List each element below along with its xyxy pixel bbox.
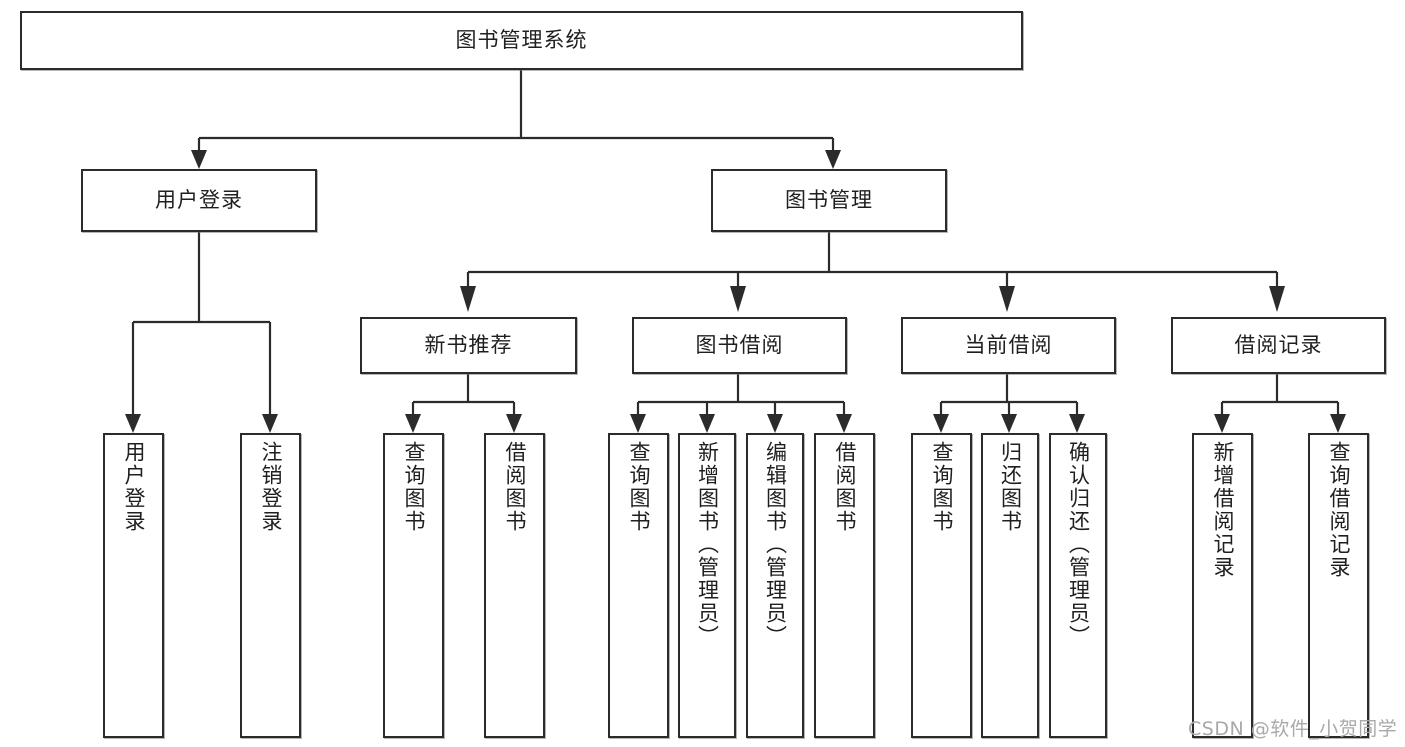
arrowhead-leaf-logout	[262, 414, 278, 433]
node-root[interactable]: 图书管理系统	[20, 11, 1023, 70]
arrowhead-leaf-query-book-1	[405, 414, 421, 433]
arrowhead-user-login	[191, 150, 207, 169]
arrowhead-current-borrow	[999, 286, 1015, 312]
arrowhead-book-borrow	[730, 286, 746, 312]
node-book-manage[interactable]: 图书管理	[711, 169, 947, 232]
node-current-borrow[interactable]: 当前借阅	[901, 317, 1116, 374]
node-leaf-logout-label: 注销登录	[259, 441, 283, 533]
arrowhead-leaf-add-book	[699, 414, 715, 433]
node-leaf-borrow-book-2[interactable]: 借阅图书	[814, 433, 875, 738]
node-leaf-confirm-return-label: 确认归还（管理员）	[1066, 441, 1091, 648]
arrowhead-leaf-query-book-3	[933, 414, 949, 433]
arrowhead-leaf-query-book-2	[630, 414, 646, 433]
arrowhead-leaf-borrow-book-2	[836, 414, 852, 433]
arrowhead-new-book-rec	[460, 286, 476, 312]
arrowhead-leaf-return-book	[1001, 414, 1017, 433]
node-leaf-query-book-2-label: 查询图书	[627, 441, 651, 533]
node-leaf-query-book-1[interactable]: 查询图书	[383, 433, 444, 738]
node-root-label: 图书管理系统	[455, 28, 588, 53]
node-borrow-record-label: 借阅记录	[1234, 333, 1323, 358]
node-leaf-query-record[interactable]: 查询借阅记录	[1308, 433, 1369, 738]
node-leaf-borrow-book-1-label: 借阅图书	[503, 441, 527, 533]
arrowhead-book-manage	[825, 150, 841, 169]
arrowhead-leaf-edit-book	[767, 414, 783, 433]
node-borrow-record[interactable]: 借阅记录	[1171, 317, 1386, 374]
watermark-text: CSDN @软件_小贺同学	[1188, 718, 1398, 740]
node-user-login-label: 用户登录	[155, 188, 243, 213]
arrowhead-leaf-user-login	[125, 414, 141, 433]
node-leaf-query-book-3-label: 查询图书	[930, 441, 954, 533]
node-leaf-query-book-3[interactable]: 查询图书	[911, 433, 972, 738]
node-book-borrow[interactable]: 图书借阅	[632, 317, 847, 374]
node-leaf-borrow-book-1[interactable]: 借阅图书	[484, 433, 545, 738]
node-new-book-rec[interactable]: 新书推荐	[360, 317, 577, 374]
node-leaf-edit-book[interactable]: 编辑图书（管理员）	[746, 433, 804, 738]
arrowhead-leaf-borrow-book-1	[506, 414, 522, 433]
node-leaf-return-book[interactable]: 归还图书	[981, 433, 1039, 738]
arrowhead-leaf-add-record	[1214, 414, 1230, 433]
node-book-manage-label: 图书管理	[785, 188, 873, 213]
node-leaf-borrow-book-2-label: 借阅图书	[833, 441, 857, 533]
arrowhead-leaf-confirm-return	[1069, 414, 1085, 433]
node-leaf-user-login[interactable]: 用户登录	[103, 433, 164, 738]
node-leaf-add-book[interactable]: 新增图书（管理员）	[678, 433, 736, 738]
arrowhead-borrow-record	[1269, 286, 1285, 312]
node-book-borrow-label: 图书借阅	[695, 333, 784, 358]
node-leaf-query-book-1-label: 查询图书	[402, 441, 426, 533]
node-leaf-query-book-2[interactable]: 查询图书	[608, 433, 669, 738]
node-leaf-edit-book-label: 编辑图书（管理员）	[763, 441, 788, 648]
node-leaf-add-book-label: 新增图书（管理员）	[695, 441, 720, 648]
node-leaf-return-book-label: 归还图书	[998, 441, 1023, 533]
node-leaf-logout[interactable]: 注销登录	[240, 433, 301, 738]
node-leaf-add-record[interactable]: 新增借阅记录	[1192, 433, 1253, 738]
node-leaf-user-login-label: 用户登录	[122, 441, 146, 533]
node-leaf-add-record-label: 新增借阅记录	[1211, 441, 1235, 579]
node-current-borrow-label: 当前借阅	[964, 333, 1053, 358]
node-new-book-rec-label: 新书推荐	[424, 333, 513, 358]
arrowhead-leaf-query-record	[1330, 414, 1346, 433]
node-leaf-confirm-return[interactable]: 确认归还（管理员）	[1049, 433, 1107, 738]
node-user-login[interactable]: 用户登录	[81, 169, 317, 232]
node-leaf-query-record-label: 查询借阅记录	[1327, 441, 1351, 579]
